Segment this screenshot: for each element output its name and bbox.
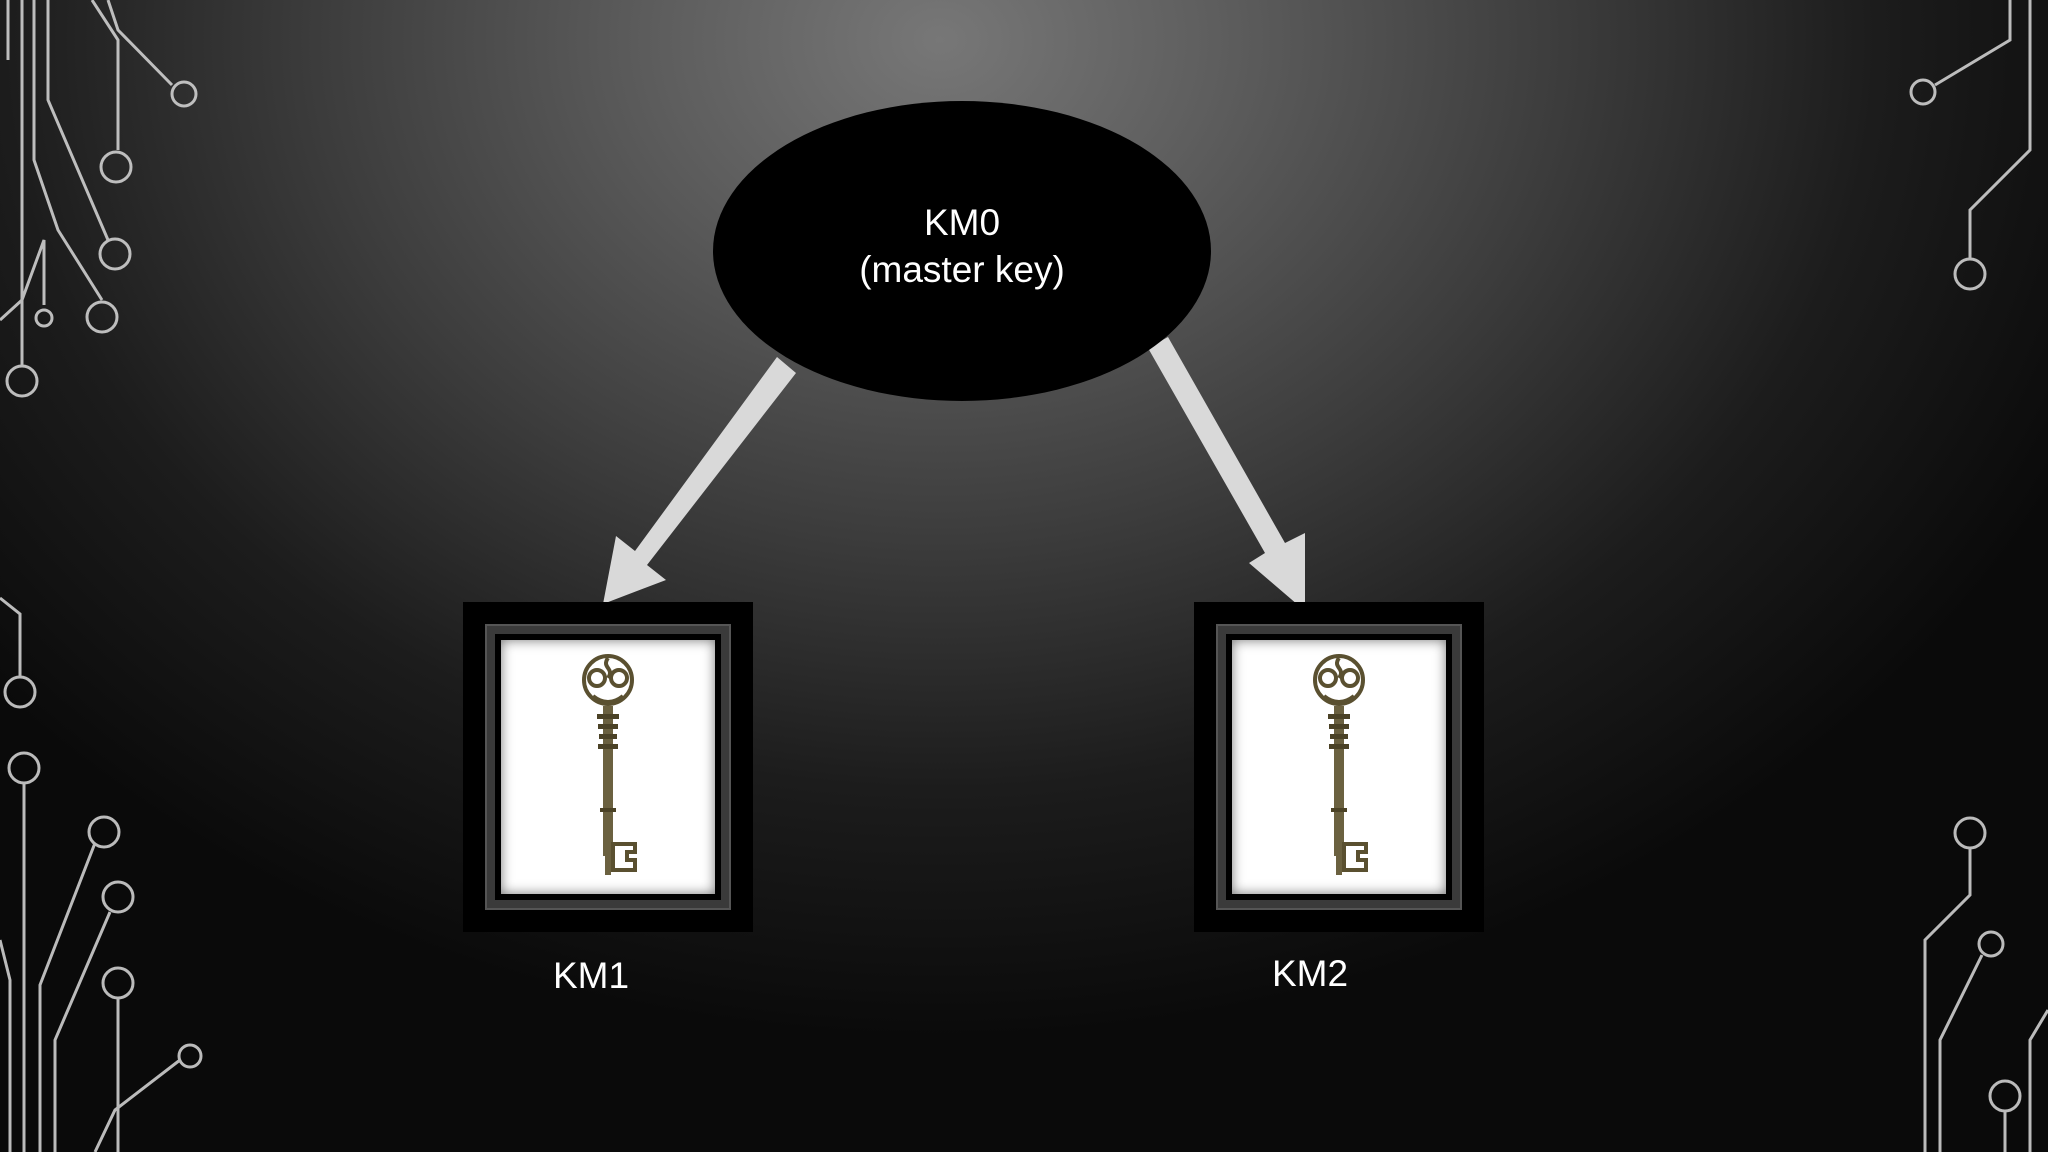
km2-label: KM2 bbox=[1271, 953, 1349, 994]
arrow-to-km2 bbox=[1148, 337, 1305, 611]
km1-picture-frame bbox=[463, 602, 753, 932]
master-key-label: KM0 (master key) bbox=[859, 199, 1065, 293]
antique-key-icon bbox=[1313, 654, 1368, 875]
master-key-subtitle: (master key) bbox=[859, 249, 1065, 290]
master-key-node: KM0 (master key) bbox=[713, 101, 1211, 401]
km1-label: KM1 bbox=[552, 955, 630, 996]
km2-picture-frame bbox=[1194, 602, 1484, 932]
master-key-title: KM0 bbox=[923, 202, 1001, 243]
antique-key-icon bbox=[582, 654, 637, 875]
arrow-to-km1 bbox=[603, 357, 796, 604]
